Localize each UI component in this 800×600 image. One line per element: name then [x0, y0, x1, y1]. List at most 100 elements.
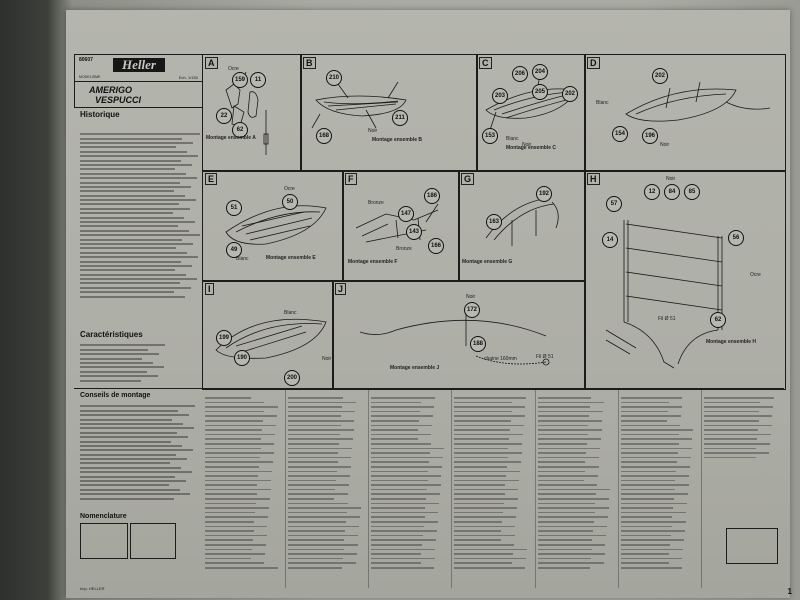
part-number: 62	[232, 122, 248, 138]
nomenclature-line	[620, 433, 680, 436]
part-number: 143	[406, 224, 422, 240]
nomenclature-line	[620, 539, 684, 541]
panel-d	[584, 54, 786, 172]
ship-name-1: AMERIGO	[89, 85, 133, 95]
nomenclature-line	[371, 516, 425, 519]
part-number: 153	[482, 128, 498, 144]
part-number: 57	[606, 196, 622, 212]
drawing-h	[605, 220, 723, 369]
nomenclature-line	[537, 525, 607, 528]
nomenclature-line	[703, 401, 761, 404]
text-line	[80, 207, 190, 210]
nomenclature-line	[371, 442, 431, 445]
nomenclature-line	[205, 397, 252, 399]
panel-f	[342, 170, 460, 282]
step-letter-a: A	[205, 57, 218, 69]
part-number: 186	[424, 188, 440, 204]
nomenclature-line	[537, 562, 604, 564]
nomenclature-line	[620, 484, 689, 486]
nomenclature-line	[371, 530, 437, 532]
nomenclature-line	[537, 401, 604, 404]
drawing-b	[311, 81, 407, 129]
text-line	[80, 471, 192, 474]
text-line	[80, 234, 200, 237]
historique-body	[80, 120, 202, 320]
part-number: 204	[532, 64, 548, 80]
nomenclature-line	[288, 534, 359, 537]
nomenclature-line	[620, 456, 691, 459]
text-line	[80, 370, 148, 373]
nomenclature-line	[537, 442, 587, 445]
nomenclature-line	[371, 521, 438, 523]
text-line	[80, 484, 169, 487]
nomenclature-line	[371, 557, 435, 560]
column-divider	[368, 388, 370, 588]
caption-a-title: Montage ensemble A	[206, 135, 256, 141]
nomenclature-line	[454, 465, 507, 468]
nomenclature-line	[288, 456, 352, 459]
text-line	[80, 462, 170, 465]
panel-e	[202, 170, 344, 282]
text-line	[80, 357, 143, 360]
nomenclature-line	[454, 419, 511, 422]
panel-i	[202, 280, 334, 390]
nomenclature-line	[620, 401, 669, 404]
nomenclature-line	[205, 470, 273, 473]
caption-j-title: Montage ensemble J	[390, 365, 440, 371]
page-number: 1	[787, 587, 792, 596]
nomenclature-line	[371, 534, 423, 537]
text-line	[80, 291, 174, 294]
nomenclature-line	[620, 447, 692, 450]
nomenclature-line	[371, 465, 443, 468]
nomenclature-line	[371, 419, 420, 422]
text-line	[80, 251, 188, 254]
part-number: 202	[652, 68, 668, 84]
part-number: 163	[486, 214, 502, 230]
part-number: 56	[728, 230, 744, 246]
part-number: 12	[644, 184, 660, 200]
nomenclature-line	[537, 433, 588, 436]
nomenclature-line	[537, 461, 586, 463]
nomenclature-line	[371, 452, 430, 454]
nomenclature-line	[205, 507, 270, 509]
part-number: 49	[226, 242, 242, 258]
nomenclature-line	[205, 502, 256, 505]
nomenclature-line	[205, 562, 265, 564]
nomenclature-line	[205, 493, 257, 496]
nomenclature-line	[537, 498, 610, 500]
text-line	[80, 238, 183, 241]
color-word: Blanc	[596, 100, 609, 106]
nomenclature-line	[620, 493, 688, 496]
text-line	[80, 375, 159, 378]
nomenclature-line	[288, 516, 360, 519]
text-line	[80, 493, 191, 496]
panel-g	[458, 170, 586, 282]
nomenclature-line	[288, 539, 345, 541]
nomenclature-line	[620, 516, 673, 519]
color-word: Blanc	[284, 310, 297, 316]
nomenclature-line	[288, 415, 342, 417]
nomenclature-line	[620, 470, 677, 473]
text-line	[80, 194, 185, 197]
text-line	[80, 273, 187, 276]
caracteristiques-body	[80, 342, 202, 386]
nomenclature-line	[703, 452, 770, 454]
nomenclature-line	[205, 424, 276, 427]
caption-j: Montage ensemble J	[390, 365, 500, 371]
text-line	[80, 436, 188, 439]
historique-lines	[80, 133, 202, 298]
color-word: Noir	[368, 128, 378, 134]
step-letter-g: G	[461, 173, 475, 185]
nomenclature-line	[620, 461, 678, 463]
nomenclature-line	[537, 539, 593, 541]
caption-f: Montage ensemble F	[348, 259, 454, 265]
text-line	[80, 466, 181, 469]
nomenclature-line	[371, 479, 428, 482]
drawing-d	[625, 81, 771, 122]
nomenclature-line	[205, 557, 252, 560]
text-line	[80, 242, 194, 245]
nomenclature-line	[537, 548, 592, 551]
nomenclature-line	[454, 406, 526, 408]
part-number: 62	[710, 312, 726, 328]
nomenclature-line	[537, 566, 591, 569]
